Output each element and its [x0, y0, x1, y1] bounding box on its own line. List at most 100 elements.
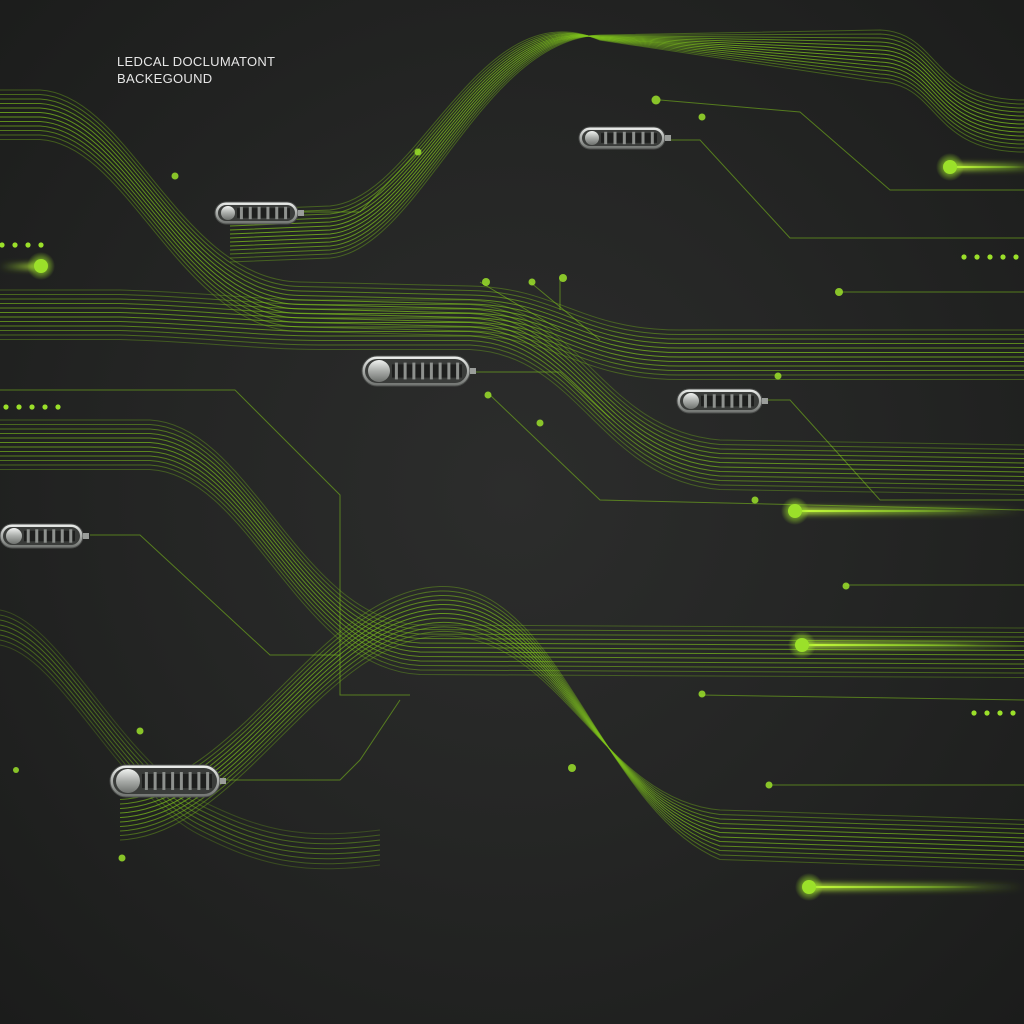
- glowing-dot-icon: [788, 504, 802, 518]
- circuit-trace: [0, 624, 381, 850]
- circuit-trace: [0, 303, 1024, 459]
- node-dot: [751, 496, 759, 504]
- circuit-trace: [229, 32, 1024, 215]
- circuit-trace: [0, 89, 1024, 331]
- node-dot: [171, 172, 179, 180]
- dot-row-dot: [16, 404, 22, 410]
- circuit-trace: [229, 35, 1024, 235]
- circuit-trace: [0, 307, 1024, 464]
- circuit-trace: [119, 594, 1024, 861]
- circuit-trace: [0, 464, 1024, 674]
- circuit-trace: [229, 31, 1024, 211]
- usb-connector-icon: [214, 201, 304, 225]
- circuit-trace: [119, 599, 1024, 857]
- lead-line: [300, 149, 421, 213]
- dot-row-dot: [42, 404, 48, 410]
- circuit-trace: [229, 35, 1024, 243]
- dot-row-dot: [1000, 254, 1006, 260]
- dot-row-dot: [12, 242, 18, 248]
- caption-line-1: LEDCAL DOCLUMATONT: [117, 54, 276, 69]
- circuit-trace: [0, 112, 1024, 353]
- circuit-trace: [0, 424, 1024, 633]
- caption: LEDCAL DOCLUMATONT BACKEGOUND: [117, 53, 275, 87]
- circuit-trace: [0, 614, 381, 840]
- node-dot: [13, 767, 19, 773]
- circuit-trace: [0, 629, 381, 855]
- node-dot: [482, 278, 490, 286]
- circuit-trace: [119, 585, 1024, 870]
- lead-line: [479, 281, 561, 331]
- usb-connector-icon: [676, 388, 768, 414]
- circuit-trace: [0, 107, 1024, 349]
- circuit-trace: [0, 98, 1024, 340]
- circuit-trace: [119, 617, 1024, 839]
- lead-line: [489, 394, 1024, 511]
- circuit-trace: [0, 334, 1024, 491]
- node-dot: [559, 274, 567, 282]
- circuit-trace: [229, 33, 1024, 259]
- node-dot: [835, 288, 843, 296]
- circuit-trace: [0, 298, 1024, 455]
- circuit-trace: [0, 289, 1024, 446]
- circuit-trace: [229, 35, 1024, 247]
- circuit-trace: [0, 644, 381, 870]
- circuit-trace: [119, 621, 1024, 834]
- circuit-trace: [0, 446, 1024, 656]
- circuit-trace: [0, 437, 1024, 647]
- circuit-trace: [0, 419, 1024, 629]
- glowing-dot-icon: [943, 160, 957, 174]
- node-dot: [765, 781, 773, 789]
- node-dot: [536, 419, 544, 427]
- glow-streak-core: [800, 510, 980, 512]
- lead-line: [225, 699, 401, 781]
- circuit-trace: [0, 339, 1024, 495]
- node-dot: [528, 278, 536, 286]
- dot-row-dot: [961, 254, 967, 260]
- dot-row-dot: [25, 242, 31, 248]
- circuit-trace: [0, 103, 1024, 344]
- dot-row-dot: [29, 404, 35, 410]
- node-dot: [118, 854, 126, 862]
- circuit-trace: [229, 35, 1024, 251]
- circuit-trace: [119, 590, 1024, 866]
- circuit-trace: [0, 619, 381, 845]
- lead-line: [659, 99, 1024, 191]
- node-dot: [136, 727, 144, 735]
- circuit-trace: [0, 121, 1024, 362]
- node-dot: [414, 148, 422, 156]
- dot-row-dot: [984, 710, 990, 716]
- caption-line-2: BACKEGOUND: [117, 71, 213, 86]
- circuit-trace: [0, 330, 1024, 486]
- node-dot: [651, 95, 661, 105]
- dot-row-dot: [987, 254, 993, 260]
- dot-row-dot: [971, 710, 977, 716]
- node-dot: [774, 372, 782, 380]
- glowing-dot-icon: [34, 259, 48, 273]
- circuit-trace: [0, 428, 1024, 638]
- node-dot: [698, 690, 706, 698]
- glow-streaks: [0, 164, 1024, 890]
- circuit-trace: [0, 455, 1024, 665]
- glowing-dot-icon: [802, 880, 816, 894]
- circuit-trace: [0, 460, 1024, 669]
- dot-row-dot: [0, 242, 5, 248]
- node-dots: [0, 95, 1019, 901]
- circuit-trace: [0, 639, 381, 865]
- circuit-trace: [119, 608, 1024, 848]
- dot-row-dot: [55, 404, 61, 410]
- circuit-trace: [229, 34, 1024, 231]
- circuit-trace: [0, 433, 1024, 642]
- node-dot: [568, 764, 576, 772]
- usb-connector-icon: [578, 126, 671, 150]
- lead-line: [670, 139, 1024, 239]
- circuit-trace: [0, 469, 1024, 678]
- circuit-trace: [0, 634, 381, 860]
- dot-row-dot: [974, 254, 980, 260]
- circuit-trace: [119, 603, 1024, 852]
- circuit-trace: [0, 442, 1024, 651]
- usb-connector-icon: [109, 764, 226, 798]
- circuit-trace: [0, 294, 1024, 450]
- trace-bundles: [0, 29, 1024, 870]
- node-dot: [842, 582, 850, 590]
